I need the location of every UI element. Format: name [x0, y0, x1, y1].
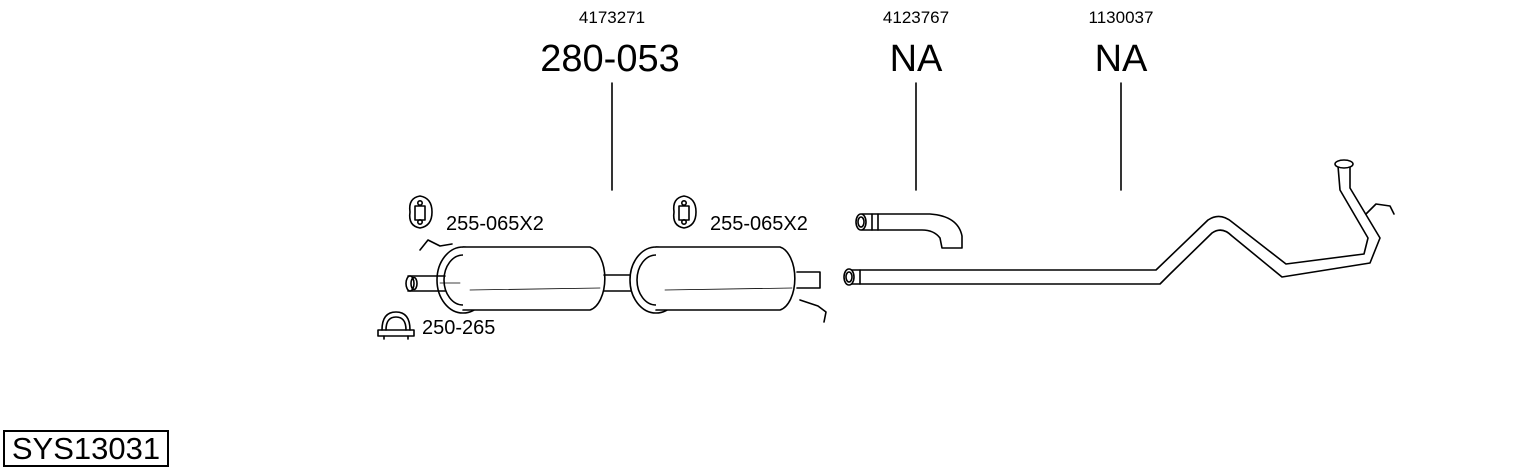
rear-silencer-assembly: [405, 239, 827, 323]
part-oem-number: 4123767: [882, 8, 950, 27]
front-exhaust-pipe: [843, 159, 1395, 286]
part-number[interactable]: NA: [1094, 38, 1148, 80]
system-code: SYS13031: [3, 430, 169, 467]
part-oem-number: 4173271: [578, 8, 646, 27]
part-number[interactable]: 280-053: [540, 38, 680, 80]
part-oem-number: 1130037: [1088, 8, 1154, 27]
accessory-label[interactable]: 255-065X2: [446, 213, 544, 235]
pipe-clamp-icon: [377, 311, 415, 340]
rubber-hanger-icon: [672, 195, 697, 229]
part-number[interactable]: NA: [889, 38, 943, 80]
front-bend-pipe: [855, 213, 963, 249]
accessory-label[interactable]: 250-265: [422, 317, 496, 339]
accessory-label[interactable]: 255-065X2: [710, 213, 808, 235]
rubber-hanger-icon: [408, 195, 433, 229]
